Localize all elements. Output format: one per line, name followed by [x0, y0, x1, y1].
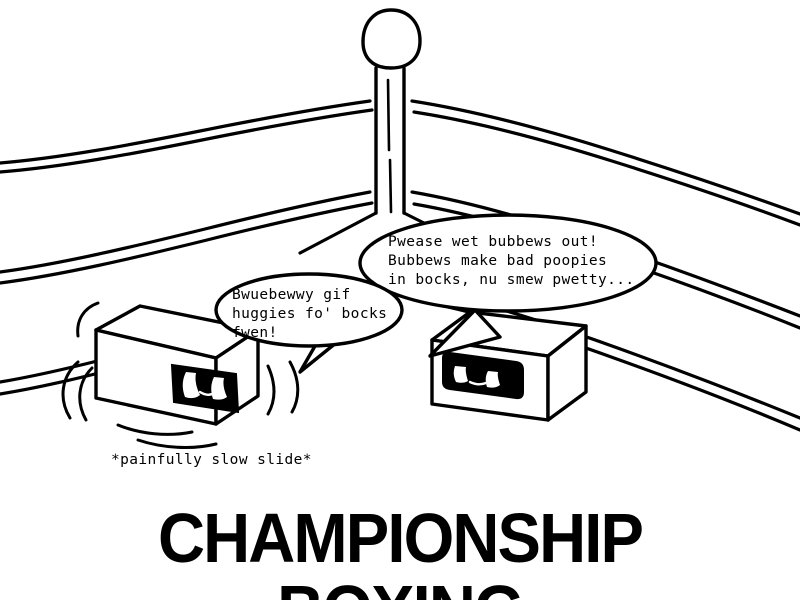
speech-bubble-big	[358, 213, 658, 358]
speech-bubble-big-tail	[428, 308, 502, 358]
post-cap	[361, 8, 422, 70]
motion-lines-left	[61, 301, 218, 449]
left-box-character	[61, 301, 300, 449]
speech-bubble-small-text: Bwuebewwy gif huggies fo' bocks fwen!	[232, 287, 388, 342]
comic-title: CHAMPIONSHIP BOXING	[157, 499, 644, 600]
speech-bubble-small	[214, 272, 404, 374]
speech-bubble-big-text: Pwease wet bubbews out! Bubbews make bad…	[388, 234, 635, 289]
slide-caption: *painfully slow slide*	[111, 452, 312, 468]
motion-lines-right	[266, 360, 300, 416]
